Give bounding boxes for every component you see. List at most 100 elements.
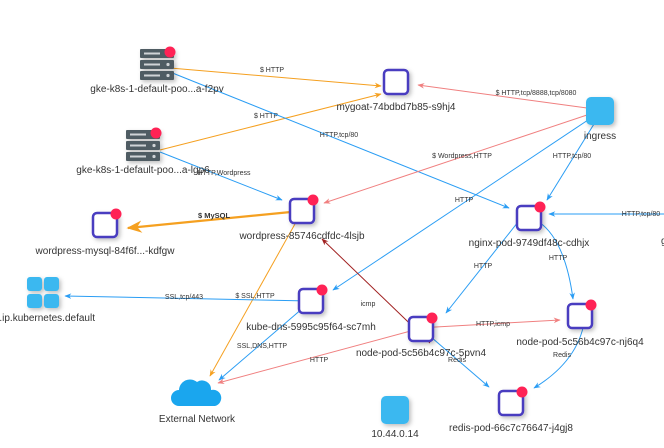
- node-ingress[interactable]: ingress: [584, 97, 616, 142]
- edge-ingress-to-kubedns[interactable]: HTTP: [332, 119, 589, 291]
- cloud-icon: [171, 379, 222, 406]
- service-grid-icon: [27, 277, 59, 308]
- node-label: node-pod-5c56b4c97c-5pvn4: [356, 348, 487, 359]
- node-label: g: [661, 236, 664, 247]
- edge-nginx-to-nodepod1[interactable]: HTTP: [445, 221, 519, 314]
- edge-kubedns-to-extnet[interactable]: SSL,DNS,HTTP: [218, 301, 311, 381]
- edge-nodepod1-to-extnet[interactable]: HTTP: [217, 328, 419, 385]
- node-label: wordpress-85746cdfdc-4lsjb: [238, 231, 365, 242]
- node-gke1[interactable]: gke-k8s-1-default-poo...a-f2pv: [90, 46, 224, 96]
- node-label: wordpress-mysql-84f6f...-kdfgw: [35, 246, 176, 257]
- alert-badge-icon: [110, 208, 122, 220]
- edge-kubedns-to-k8sdefault[interactable]: $ SSL,HTTP: [235, 293, 275, 300]
- edge-line[interactable]: [538, 221, 575, 300]
- edge-line[interactable]: [417, 83, 588, 109]
- node-mygoat[interactable]: mygoat-74bdbd7b85-s9hj4: [337, 68, 456, 113]
- edge-label: Redis: [553, 352, 571, 359]
- node-k8sdefault[interactable]: ...ip.kubernetes.default: [0, 277, 95, 324]
- edge-label: Redis: [448, 357, 466, 364]
- edge-line[interactable]: [126, 209, 302, 233]
- pod-icon: [407, 315, 435, 343]
- node-wordpress[interactable]: wordpress-85746cdfdc-4lsjb: [238, 194, 365, 243]
- edge-label: HTTP: [549, 255, 568, 262]
- node-label: External Network: [159, 414, 236, 425]
- edge-gke2-to-wordpress[interactable]: HTTP,Wordpress: [159, 151, 283, 201]
- node-extnet[interactable]: External Network: [159, 379, 236, 425]
- pod-icon: [566, 302, 594, 330]
- edge-label: HTTP,Wordpress: [197, 170, 251, 177]
- node-nodepod2[interactable]: node-pod-5c56b4c97c-nj6q4: [516, 299, 644, 349]
- node-label: mygoat-74bdbd7b85-s9hj4: [337, 102, 456, 113]
- edge-label: SSL,tcp/443: [165, 294, 203, 301]
- pod-icon: [497, 389, 525, 417]
- edge-label: HTTP: [310, 357, 329, 364]
- node-wpmysql[interactable]: wordpress-mysql-84f6f...-kdfgw: [35, 208, 176, 258]
- node-offscreen[interactable]: g: [661, 236, 664, 247]
- edge-label: $ HTTP,tcp/8888,tcp/8080: [496, 90, 577, 97]
- edge-label: HTTP,tcp/80: [622, 211, 660, 218]
- edge-label: $ SSL,HTTP: [235, 293, 275, 300]
- edge-line[interactable]: [332, 119, 589, 291]
- node-ip1044[interactable]: 10.44.0.14: [371, 396, 419, 440]
- edge-line[interactable]: [218, 301, 311, 381]
- edge-line[interactable]: [445, 221, 519, 314]
- edge-label: $ HTTP: [254, 113, 278, 120]
- edge-gke1-to-nginx[interactable]: HTTP,tcp/80: [169, 71, 510, 209]
- edge-line[interactable]: [217, 328, 419, 385]
- edge-wordpress-to-wpmysql[interactable]: $ MySQL: [126, 209, 302, 233]
- edge-label: $ MySQL: [198, 211, 231, 220]
- edge-kubedns-to-k8sdefault[interactable]: SSL,tcp/443: [64, 293, 311, 302]
- edge-gke1-to-mygoat[interactable]: $ HTTP: [169, 67, 382, 89]
- alert-badge-icon: [516, 386, 528, 398]
- edge-ingress-to-nginx[interactable]: HTTP,tcp/80: [546, 123, 595, 201]
- edge-line[interactable]: [546, 123, 595, 201]
- edge-label: HTTP,tcp/80: [320, 132, 358, 139]
- alert-badge-icon: [316, 284, 328, 296]
- edge-line[interactable]: [417, 317, 561, 329]
- edge-label: HTTP,tcp/80: [553, 153, 591, 160]
- node-label: ingress: [584, 131, 616, 142]
- pod-icon: [288, 197, 316, 225]
- edge-line[interactable]: [159, 151, 283, 201]
- node-label: gke-k8s-1-default-poo...a-f2pv: [90, 84, 223, 95]
- edge-label: HTTP,icmp: [476, 321, 510, 328]
- edge-label: HTTP: [455, 197, 474, 204]
- node-label: redis-pod-66c7c76647-j4gj8: [449, 423, 573, 434]
- edge-nodepod1-to-redis[interactable]: Redis: [423, 330, 490, 388]
- server-icon: [126, 130, 160, 161]
- edge-line[interactable]: [323, 114, 588, 204]
- node-label: kube-dns-5995c95f64-sc7mh: [246, 322, 376, 333]
- edge-label: SSL,DNS,HTTP: [237, 343, 288, 350]
- alert-badge-icon: [534, 201, 546, 213]
- node-gke2[interactable]: gke-k8s-1-default-poo...a-lgp6: [76, 127, 210, 177]
- edge-line[interactable]: [64, 293, 311, 302]
- edge-label: HTTP: [474, 263, 493, 270]
- alert-badge-icon: [307, 194, 319, 206]
- edge-ingress-to-mygoat[interactable]: $ HTTP,tcp/8888,tcp/8080: [417, 83, 588, 109]
- edge-wordpress-to-extnet[interactable]: [209, 214, 301, 377]
- edge-ingress-to-wordpress[interactable]: $ Wordpress,HTTP: [323, 114, 588, 204]
- node-label: gke-k8s-1-default-poo...a-lgp6: [76, 165, 210, 176]
- pod-icon: [515, 204, 543, 232]
- external-endpoint-icon: [586, 97, 614, 125]
- node-nginx[interactable]: nginx-pod-9749df48c-cdhjx: [469, 201, 590, 250]
- node-label: ...ip.kubernetes.default: [0, 313, 95, 324]
- edge-line[interactable]: [169, 71, 510, 209]
- edge-offscreen-to-nginx[interactable]: HTTP,tcp/80: [548, 211, 664, 218]
- edge-line[interactable]: [423, 330, 490, 388]
- edge-line[interactable]: [169, 67, 382, 89]
- node-nodepod1[interactable]: node-pod-5c56b4c97c-5pvn4: [356, 312, 487, 360]
- edge-line[interactable]: [159, 92, 382, 151]
- alert-badge-icon: [426, 312, 438, 324]
- edge-nginx-to-nodepod2[interactable]: HTTP: [538, 221, 575, 300]
- edge-gke2-to-mygoat[interactable]: $ HTTP: [159, 92, 382, 151]
- node-label: node-pod-5c56b4c97c-nj6q4: [516, 337, 644, 348]
- edge-nodepod1-to-nodepod2[interactable]: HTTP,icmp: [417, 317, 561, 329]
- nodes-layer: gke-k8s-1-default-poo...a-f2pv gke-k8s-1-…: [0, 46, 664, 440]
- node-redis[interactable]: redis-pod-66c7c76647-j4gj8: [449, 386, 573, 435]
- edge-line[interactable]: [209, 214, 301, 377]
- pod-icon: [382, 68, 410, 96]
- node-kubedns[interactable]: kube-dns-5995c95f64-sc7mh: [246, 284, 376, 334]
